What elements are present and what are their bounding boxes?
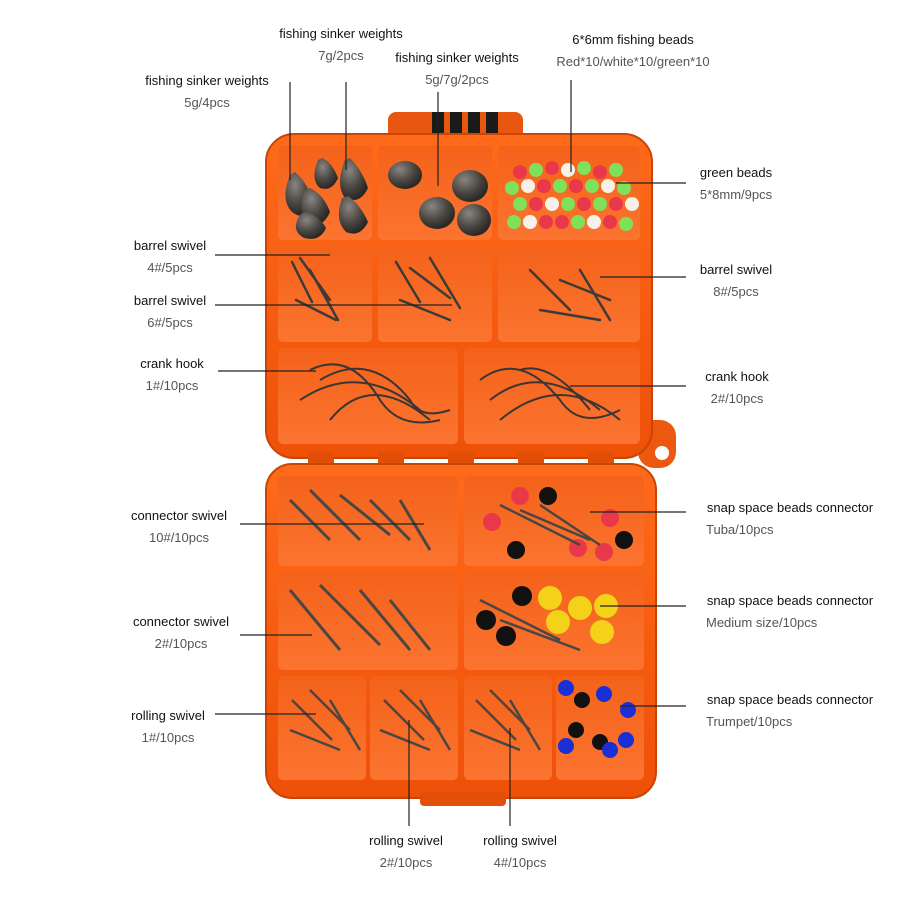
label-sinker-7g-2pcs: fishing sinker weights 7g/2pcs [266, 27, 416, 62]
snap-connectors [476, 487, 636, 758]
connector-swivels [288, 488, 432, 651]
label-title: connector swivel [132, 614, 230, 629]
label-title: rolling swivel [369, 833, 443, 848]
label-subtitle: 1#/10pcs [145, 378, 199, 393]
label-snap-tuba: snap space beads connector Tuba/10pcs [690, 501, 890, 536]
label-title: green beads [699, 165, 773, 180]
label-title: snap space beads connector [706, 593, 874, 608]
label-subtitle: Red*10/white*10/green*10 [556, 54, 710, 69]
label-barrel-swivel-4: barrel swivel 4#/5pcs [118, 239, 222, 274]
label-title: connector swivel [130, 508, 228, 523]
label-connector-swivel-10: connector swivel 10#/10pcs [118, 509, 240, 544]
label-sinker-5g-4pcs: fishing sinker weights 5g/4pcs [132, 74, 282, 109]
label-subtitle: 1#/10pcs [141, 730, 195, 745]
label-title: rolling swivel [483, 833, 557, 848]
label-barrel-swivel-8: barrel swivel 8#/5pcs [686, 263, 786, 298]
label-fishing-beads: 6*6mm fishing beads Red*10/white*10/gree… [538, 33, 728, 68]
label-snap-medium: snap space beads connector Medium size/1… [690, 594, 890, 629]
label-subtitle: 2#/10pcs [710, 391, 764, 406]
leader-lines [215, 80, 686, 826]
barrel-swivels [290, 256, 612, 322]
label-barrel-swivel-6: barrel swivel 6#/5pcs [118, 294, 222, 329]
label-subtitle: 5*8mm/9pcs [699, 187, 773, 202]
label-subtitle: Tuba/10pcs [706, 522, 774, 537]
label-title: 6*6mm fishing beads [572, 32, 694, 47]
fishing-beads [505, 161, 639, 231]
label-subtitle: 5g/7g/2pcs [425, 72, 489, 87]
label-sinker-5g7g-2pcs: fishing sinker weights 5g/7g/2pcs [382, 51, 532, 86]
label-green-beads: green beads 5*8mm/9pcs [686, 166, 786, 201]
label-title: barrel swivel [699, 262, 773, 277]
label-subtitle: 8#/5pcs [713, 284, 759, 299]
label-title: rolling swivel [131, 708, 205, 723]
label-subtitle: 2#/10pcs [379, 855, 433, 870]
label-subtitle: 5g/4pcs [184, 95, 230, 110]
label-subtitle: 4#/5pcs [147, 260, 193, 275]
label-title: fishing sinker weights [279, 26, 403, 41]
label-title: crank hook [140, 356, 204, 371]
label-subtitle: 4#/10pcs [493, 855, 547, 870]
label-title: fishing sinker weights [145, 73, 269, 88]
label-connector-swivel-2: connector swivel 2#/10pcs [120, 615, 242, 650]
label-subtitle: Medium size/10pcs [706, 615, 818, 630]
label-title: barrel swivel [133, 238, 207, 253]
label-title: snap space beads connector [706, 692, 874, 707]
sinker-weights [285, 158, 491, 239]
label-title: snap space beads connector [706, 500, 874, 515]
label-rolling-swivel-4: rolling swivel 4#/10pcs [472, 834, 568, 869]
label-snap-trumpet: snap space beads connector Trumpet/10pcs [690, 693, 890, 728]
label-subtitle: 7g/2pcs [318, 48, 364, 63]
label-rolling-swivel-2: rolling swivel 2#/10pcs [358, 834, 454, 869]
label-crank-hook-1: crank hook 1#/10pcs [124, 357, 220, 392]
label-subtitle: 6#/5pcs [147, 315, 193, 330]
label-crank-hook-2: crank hook 2#/10pcs [690, 370, 784, 405]
label-subtitle: Trumpet/10pcs [706, 714, 793, 729]
label-title: barrel swivel [133, 293, 207, 308]
label-title: crank hook [705, 369, 769, 384]
label-subtitle: 2#/10pcs [154, 636, 208, 651]
label-title: fishing sinker weights [395, 50, 519, 65]
rolling-swivels [289, 689, 542, 752]
label-subtitle: 10#/10pcs [149, 530, 209, 545]
label-rolling-swivel-1: rolling swivel 1#/10pcs [120, 709, 216, 744]
crank-hooks [299, 363, 621, 424]
bottom-box [265, 463, 657, 806]
